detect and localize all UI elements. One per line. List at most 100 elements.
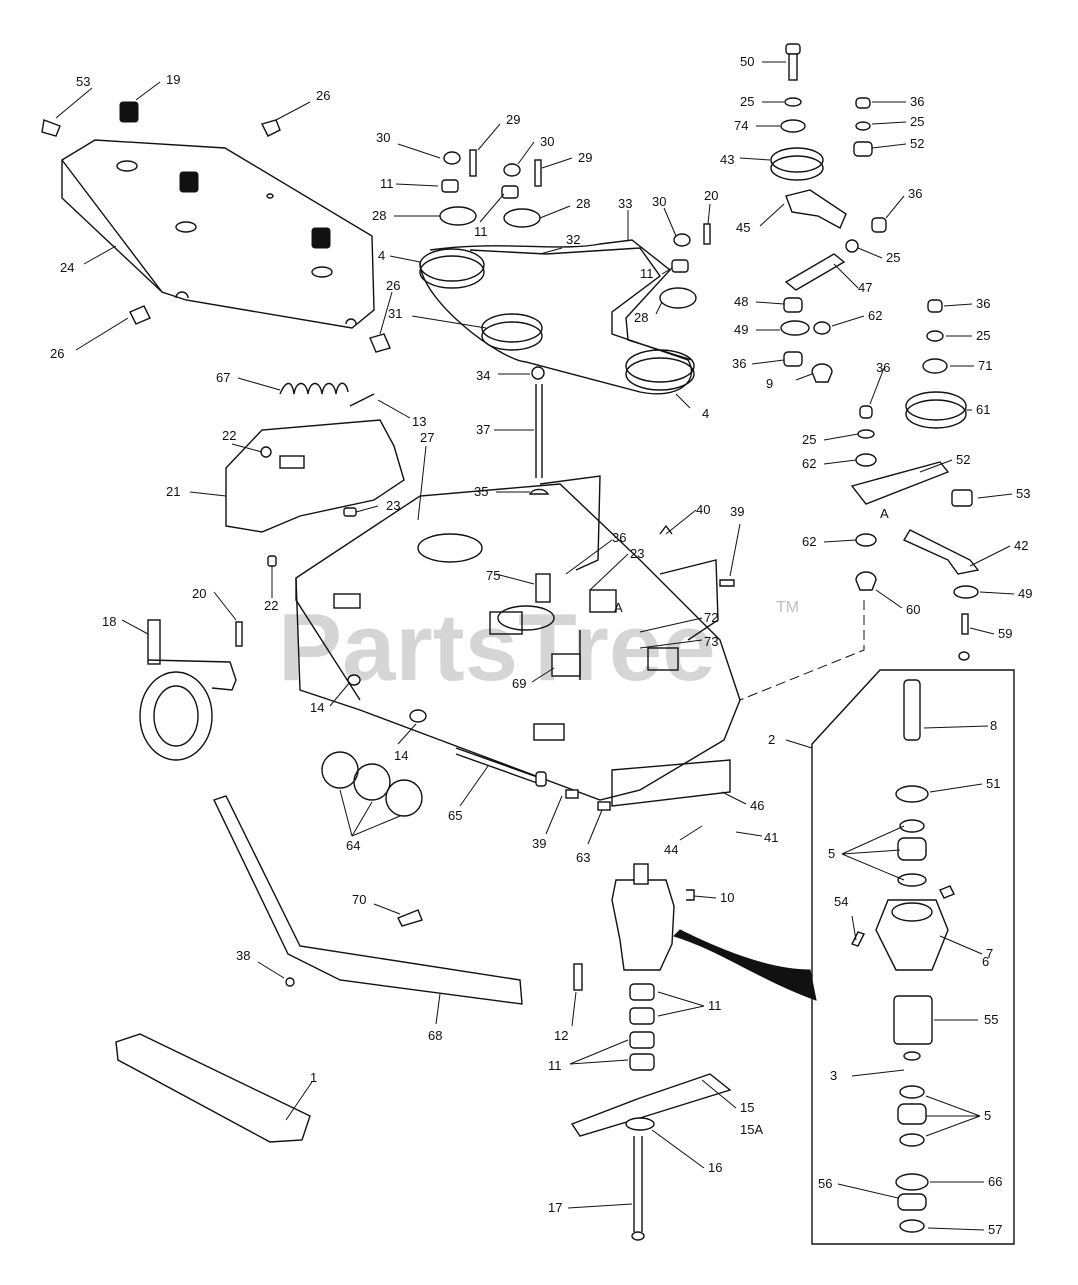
watermark-trademark: TM [776, 599, 799, 616]
callout-36: 36 [910, 94, 924, 109]
callout-29: 29 [578, 150, 592, 165]
callout-72: 72 [704, 610, 718, 625]
callout-30: 30 [376, 130, 390, 145]
spring-and-belt-guard [225, 382, 405, 533]
callout-39: 39 [730, 504, 744, 519]
callout-75: 75 [486, 568, 500, 583]
callout-35: 35 [474, 484, 488, 499]
small-parts [285, 747, 611, 987]
callout-30: 30 [652, 194, 666, 209]
callout-64: 64 [346, 838, 360, 853]
callout-49: 49 [734, 322, 748, 337]
callout-34: 34 [476, 368, 490, 383]
callout-20: 20 [192, 586, 206, 601]
callout-36: 36 [976, 296, 990, 311]
callout-49: 49 [1018, 586, 1032, 601]
deck-cover-plate [60, 139, 375, 329]
callout-7: 7 [986, 946, 993, 961]
callout-65: 65 [448, 808, 462, 823]
callout-27: 27 [420, 430, 434, 445]
callout-22: 22 [222, 428, 236, 443]
callout-61: 61 [976, 402, 990, 417]
callout-11: 11 [640, 266, 654, 281]
knob-fasteners [41, 119, 391, 353]
mower-deck [267, 475, 741, 801]
callout-54: 54 [834, 894, 848, 909]
callout-74: 74 [734, 118, 748, 133]
callout-38: 38 [236, 948, 250, 963]
callout-52: 52 [956, 452, 970, 467]
callout-A: A [880, 506, 889, 521]
leader-lines [55, 61, 1015, 1231]
callout-39: 39 [532, 836, 546, 851]
callout-16: 16 [708, 1160, 722, 1175]
callout-28: 28 [634, 310, 648, 325]
callout-70: 70 [352, 892, 366, 907]
callout-36: 36 [876, 360, 890, 375]
callout-11: 11 [474, 224, 488, 239]
callout-41: 41 [764, 830, 778, 845]
callout-26: 26 [316, 88, 330, 103]
spindle-assembly [570, 863, 817, 1241]
callout-36: 36 [612, 530, 626, 545]
callout-53: 53 [76, 74, 90, 89]
callout-23: 23 [386, 498, 400, 513]
callout-26: 26 [50, 346, 64, 361]
callout-17: 17 [548, 1200, 562, 1215]
callout-36: 36 [908, 186, 922, 201]
callout-12: 12 [554, 1028, 568, 1043]
callout-4: 4 [378, 248, 385, 263]
callout-26: 26 [386, 278, 400, 293]
spindle-inset-box [811, 669, 1015, 1245]
rails [115, 759, 731, 1143]
callout-73: 73 [704, 634, 718, 649]
callout-48: 48 [734, 294, 748, 309]
callout-59: 59 [998, 626, 1012, 641]
callout-29: 29 [506, 112, 520, 127]
callout-44: 44 [664, 842, 678, 857]
callout-11: 11 [380, 176, 394, 191]
idler-arm-parts [739, 43, 980, 701]
callout-60: 60 [906, 602, 920, 617]
callout-8: 8 [990, 718, 997, 733]
callout-2: 2 [768, 732, 775, 747]
callout-32: 32 [566, 232, 580, 247]
callout-1: 1 [310, 1070, 317, 1085]
callout-4: 4 [702, 406, 709, 421]
callout-47: 47 [858, 280, 872, 295]
callout-31: 31 [388, 306, 402, 321]
callout-15A: 15A [740, 1122, 763, 1137]
callout-30: 30 [540, 134, 554, 149]
callout-15: 15 [740, 1100, 754, 1115]
callout-53: 53 [1016, 486, 1030, 501]
callout-3: 3 [830, 1068, 837, 1083]
callout-19: 19 [166, 72, 180, 87]
callout-55: 55 [984, 1012, 998, 1027]
callout-22: 22 [264, 598, 278, 613]
callout-10: 10 [720, 890, 734, 905]
callout-11: 11 [708, 998, 722, 1013]
callout-51: 51 [986, 776, 1000, 791]
callout-25: 25 [886, 250, 900, 265]
callout-42: 42 [1014, 538, 1028, 553]
callout-14: 14 [310, 700, 324, 715]
callout-36: 36 [732, 356, 746, 371]
callout-28: 28 [576, 196, 590, 211]
callout-43: 43 [720, 152, 734, 167]
callout-6: 6 [982, 954, 989, 969]
caster-wheel [139, 619, 243, 761]
callout-69: 69 [512, 676, 526, 691]
callout-21: 21 [166, 484, 180, 499]
callout-37: 37 [476, 422, 490, 437]
callout-A: A [614, 600, 623, 615]
callout-46: 46 [750, 798, 764, 813]
callout-57: 57 [988, 1222, 1002, 1237]
callout-71: 71 [978, 358, 992, 373]
callout-50: 50 [740, 54, 754, 69]
callout-66: 66 [988, 1174, 1002, 1189]
callout-20: 20 [704, 188, 718, 203]
belt-pulley-assembly [419, 149, 711, 495]
callout-labels: 53 19 26 2 4 26 26 30 29 30 29 11 28 11 2… [50, 54, 1032, 1237]
callout-18: 18 [102, 614, 116, 629]
